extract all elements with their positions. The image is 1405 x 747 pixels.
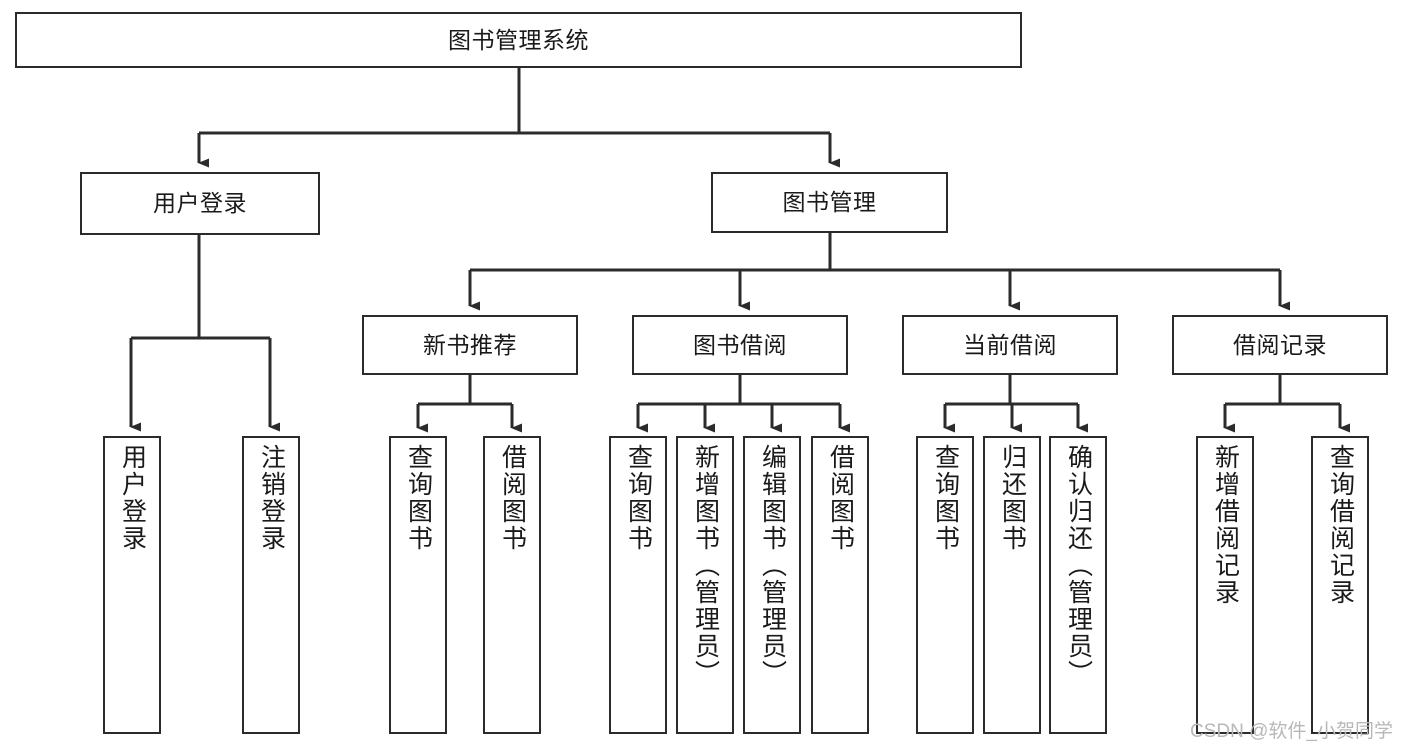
leaf-bb-query-book[interactable]: 查询图书 — [609, 436, 667, 734]
node-book-borrow[interactable]: 图书借阅 — [632, 315, 848, 375]
node-label: 查询图书 — [931, 444, 960, 552]
node-label: 查询借阅记录 — [1326, 444, 1355, 606]
node-label: 新增借阅记录 — [1211, 444, 1240, 606]
node-label: 图书借阅 — [693, 331, 787, 358]
node-label: 图书管理系统 — [448, 26, 589, 53]
node-label: 用户登录 — [153, 190, 247, 217]
node-label: 编辑图书（管理员） — [758, 444, 787, 687]
leaf-cb-confirm-return-admin[interactable]: 确认归还（管理员） — [1049, 436, 1107, 734]
node-label: 查询图书 — [404, 444, 433, 552]
node-label: 图书管理 — [782, 189, 877, 216]
leaf-nbr-borrow-book[interactable]: 借阅图书 — [483, 436, 541, 734]
leaf-bb-edit-book-admin[interactable]: 编辑图书（管理员） — [743, 436, 801, 734]
leaf-cb-query-book[interactable]: 查询图书 — [916, 436, 974, 734]
node-root-system[interactable]: 图书管理系统 — [15, 12, 1022, 68]
node-label: 借阅图书 — [498, 444, 527, 552]
node-label: 注销登录 — [257, 444, 286, 552]
node-label: 借阅图书 — [826, 444, 855, 552]
node-label: 新书推荐 — [423, 331, 517, 358]
node-label: 新增图书（管理员） — [691, 444, 720, 687]
leaf-nbr-query-book[interactable]: 查询图书 — [389, 436, 447, 734]
node-book-management[interactable]: 图书管理 — [711, 172, 948, 233]
leaf-cb-return-book[interactable]: 归还图书 — [983, 436, 1041, 734]
leaf-br-query-record[interactable]: 查询借阅记录 — [1311, 436, 1369, 734]
watermark-text: CSDN @软件_小贺同学 — [1190, 721, 1393, 742]
node-label: 归还图书 — [998, 444, 1027, 552]
node-label: 用户登录 — [118, 444, 147, 552]
leaf-bb-borrow-book[interactable]: 借阅图书 — [811, 436, 869, 734]
leaf-bb-add-book-admin[interactable]: 新增图书（管理员） — [676, 436, 734, 734]
leaf-logout[interactable]: 注销登录 — [242, 436, 300, 734]
node-current-borrow[interactable]: 当前借阅 — [902, 315, 1118, 375]
node-new-book-recommend[interactable]: 新书推荐 — [362, 315, 578, 375]
node-borrow-record[interactable]: 借阅记录 — [1172, 315, 1388, 375]
node-label: 借阅记录 — [1233, 331, 1327, 358]
node-label: 查询图书 — [624, 444, 653, 552]
node-label: 当前借阅 — [963, 331, 1057, 358]
leaf-user-login[interactable]: 用户登录 — [103, 436, 161, 734]
node-label: 确认归还（管理员） — [1064, 444, 1093, 687]
node-user-login[interactable]: 用户登录 — [80, 172, 320, 235]
leaf-br-add-record[interactable]: 新增借阅记录 — [1196, 436, 1254, 734]
